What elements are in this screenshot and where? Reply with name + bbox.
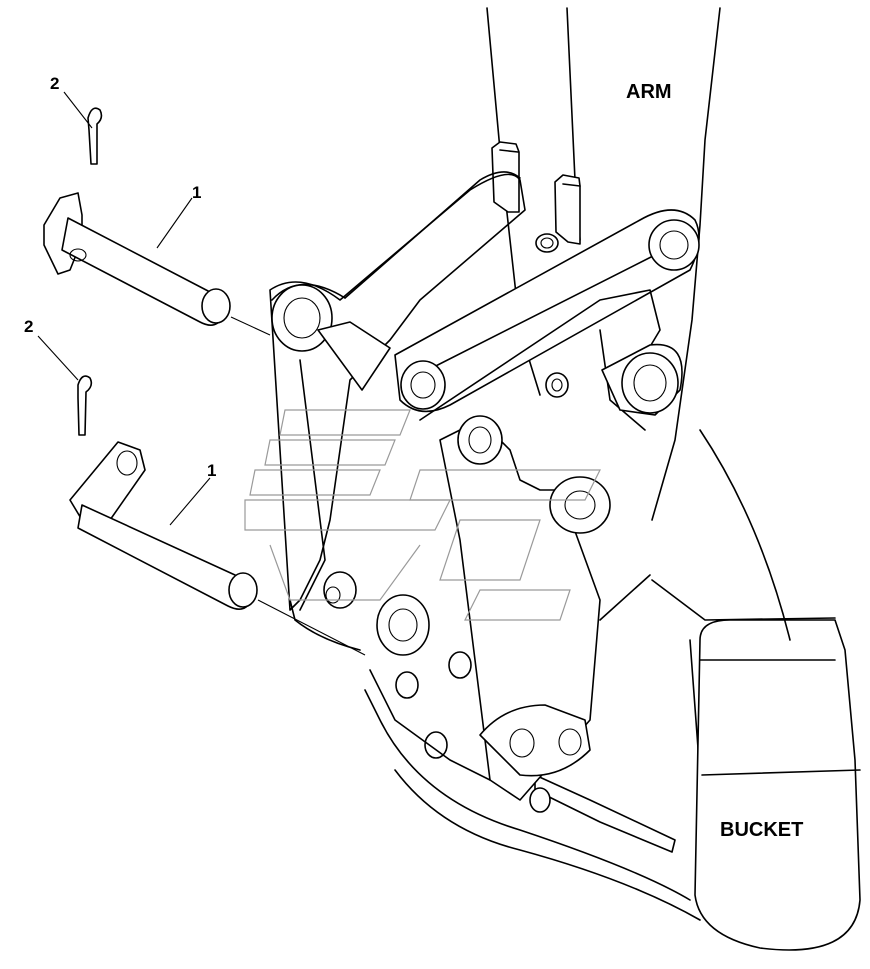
bucket-part bbox=[364, 429, 861, 951]
bucket-label: BUCKET bbox=[720, 819, 803, 841]
callout-pin-upper: 1 bbox=[192, 183, 201, 202]
leader-line-pin-upper bbox=[156, 197, 193, 249]
pin-upper bbox=[43, 192, 271, 336]
pin-lower bbox=[69, 441, 366, 656]
cotter-pin-lower bbox=[77, 375, 93, 436]
cotter-pin-upper bbox=[87, 107, 103, 165]
leader-line-cotter-upper bbox=[63, 91, 93, 129]
arm-label: ARM bbox=[626, 81, 672, 103]
callout-cotter-upper: 2 bbox=[50, 74, 59, 93]
leader-line-pin-lower bbox=[169, 477, 211, 526]
leader-line-cotter-lower bbox=[37, 335, 79, 381]
arm-part bbox=[486, 7, 721, 521]
callout-cotter-lower: 2 bbox=[24, 317, 33, 336]
callout-pin-lower: 1 bbox=[207, 461, 216, 480]
link-assembly bbox=[269, 171, 700, 813]
watermark-logo bbox=[244, 409, 601, 621]
